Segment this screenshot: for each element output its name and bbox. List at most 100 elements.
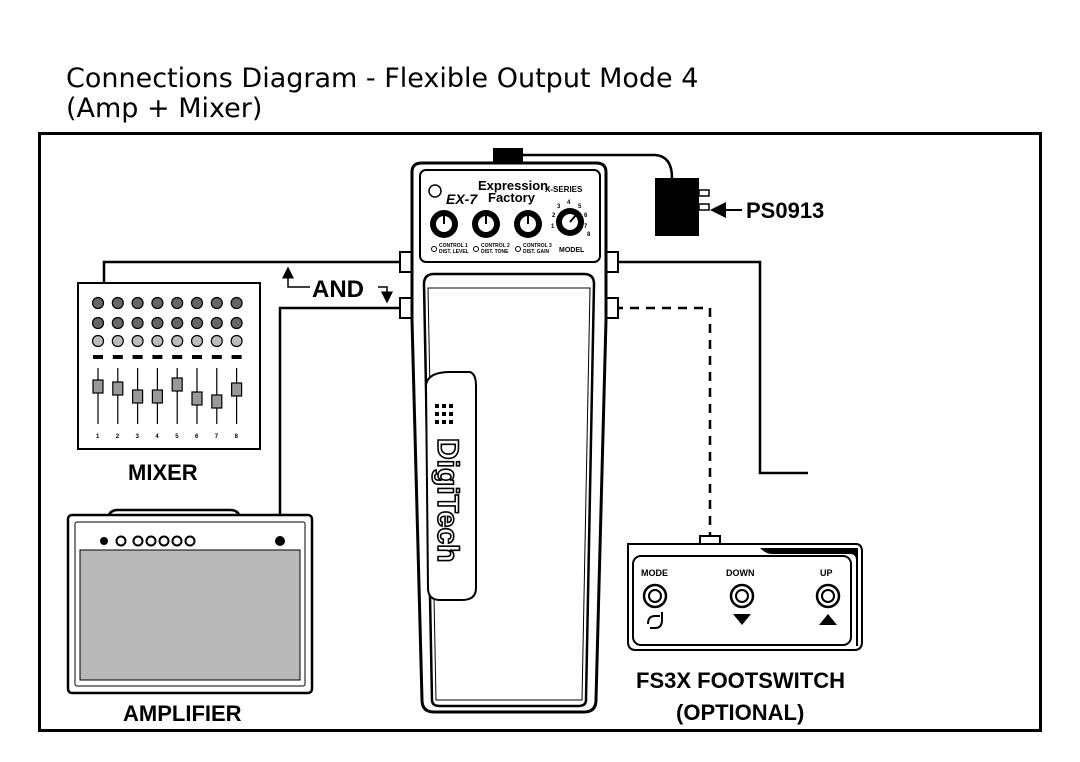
diagram-subtitle: (Amp + Mixer) xyxy=(66,93,263,124)
power-supply-label: PS0913 xyxy=(746,198,824,223)
mixer-knob xyxy=(91,316,105,330)
right-output-cable xyxy=(614,260,808,475)
mixer-fader xyxy=(151,389,163,404)
ex7-pedal: DigiTech Expression Factory EX-7 X-SERIE… xyxy=(399,148,619,714)
mixer-button xyxy=(172,355,183,359)
fs-mode-label: MODE xyxy=(641,568,668,578)
diagram-frame xyxy=(38,132,1042,732)
model-number: 3 xyxy=(557,204,561,210)
series-label: X-SERIES xyxy=(545,185,583,194)
model-numbers: 1 2 3 4 5 6 7 8 xyxy=(551,200,591,238)
down-arrow-icon xyxy=(733,614,751,625)
mixer-knob xyxy=(151,316,164,330)
fs-up-label: UP xyxy=(820,568,833,578)
and-arrows xyxy=(282,266,393,304)
mixer-cable xyxy=(102,260,404,283)
fs-mode-switch xyxy=(642,583,668,609)
knob-control-2 xyxy=(472,210,500,238)
mixer-knob xyxy=(171,316,184,330)
mixer-fader xyxy=(211,394,223,409)
mixer-fader xyxy=(112,381,124,396)
model-number: 6 xyxy=(584,213,588,219)
mixer-fader xyxy=(231,382,243,397)
diagram-title: Connections Diagram - Flexible Output Mo… xyxy=(66,63,699,94)
mixer-channel-strip: 5 xyxy=(171,296,184,440)
mixer-channel-number: 4 xyxy=(155,434,159,440)
mixer-knob xyxy=(111,316,124,330)
and-label: AND xyxy=(312,276,364,303)
knob-control-3 xyxy=(514,210,542,238)
mixer-button xyxy=(152,355,163,359)
mixer-fader xyxy=(92,379,104,394)
mixer-channel-number: 8 xyxy=(235,434,239,440)
model-label: MODEL xyxy=(559,247,585,254)
mixer-channel-strips: 1 2 3 4 5 6 7 8 xyxy=(91,296,243,440)
model-number: 7 xyxy=(584,224,588,230)
mixer-channel-number: 7 xyxy=(215,434,219,440)
product-name-line1: Expression xyxy=(478,178,548,193)
fs3x-footswitch: MODE DOWN UP FS3X FOOTSWITCH (OPTIONAL) xyxy=(627,535,863,725)
knob2-sublabel: DIST. TONE xyxy=(481,249,509,255)
mixer-knob xyxy=(230,296,243,310)
footswitch-cable xyxy=(614,306,712,538)
mixer-button xyxy=(132,355,143,359)
mixer-knob xyxy=(190,296,204,310)
knob3-label: CONTROL 3 xyxy=(523,243,552,249)
mixer-knob xyxy=(210,316,223,330)
knob1-label: CONTROL 1 xyxy=(439,243,468,249)
model-number: 8 xyxy=(587,232,591,238)
mixer-button xyxy=(112,355,123,359)
amp-cable xyxy=(278,306,404,538)
mixer-channel-number: 6 xyxy=(195,434,199,440)
mixer-button xyxy=(93,355,103,359)
mixer-knob xyxy=(91,296,105,310)
mixer-channel-number: 3 xyxy=(136,434,140,440)
mixer-channel-strip: 2 xyxy=(111,296,124,440)
model-code: EX-7 xyxy=(446,191,478,207)
cycle-arrows-icon xyxy=(647,612,663,629)
mixer-channel-number: 5 xyxy=(175,434,179,440)
mixer: 1 2 3 4 5 6 7 8 MIXER xyxy=(77,282,261,485)
model-number: 5 xyxy=(578,204,582,210)
mixer-knob xyxy=(131,316,144,330)
amp-controls xyxy=(100,535,196,547)
knob-control-1 xyxy=(430,210,458,238)
mixer-channel-strip: 6 xyxy=(190,296,204,440)
fs-down-label: DOWN xyxy=(726,568,755,578)
model-number: 2 xyxy=(552,213,556,219)
amp-input-jack xyxy=(275,536,285,546)
mixer-knob xyxy=(111,334,124,348)
knob2-label: CONTROL 2 xyxy=(481,243,510,249)
mixer-button xyxy=(231,355,242,359)
up-arrow-icon xyxy=(819,614,837,625)
brand-logo: DigiTech xyxy=(431,438,464,562)
amp-speaker-grille xyxy=(79,549,301,681)
mixer-knob xyxy=(171,334,184,348)
mixer-knob xyxy=(190,316,204,330)
mixer-knob xyxy=(230,334,243,348)
knob3-sublabel: DIST. GAIN xyxy=(523,249,550,255)
mixer-button xyxy=(192,355,202,359)
model-number: 1 xyxy=(551,224,555,230)
product-name-line2: Factory xyxy=(488,190,536,205)
mixer-knob xyxy=(190,334,204,348)
mixer-knob xyxy=(230,316,243,330)
mixer-knob xyxy=(91,334,105,348)
mixer-knob xyxy=(151,296,164,310)
power-cable xyxy=(522,153,674,179)
power-supply: PS0913 xyxy=(655,178,824,236)
cables xyxy=(102,153,808,538)
footswitch-label: FS3X FOOTSWITCH xyxy=(636,668,845,693)
power-jack xyxy=(493,148,523,164)
led-dots xyxy=(435,404,453,424)
mixer-channel-strip: 1 xyxy=(91,296,105,440)
mixer-channel-strip: 3 xyxy=(131,296,144,440)
mixer-fader xyxy=(132,389,144,404)
knob1-sublabel: DIST. LEVEL xyxy=(439,249,469,255)
mixer-label: MIXER xyxy=(128,460,198,485)
mixer-channel-number: 1 xyxy=(96,434,100,440)
fs-down-switch xyxy=(729,583,755,609)
mixer-knob xyxy=(171,296,184,310)
mixer-knob xyxy=(210,296,223,310)
amplifier: AMPLIFIER xyxy=(66,508,314,726)
